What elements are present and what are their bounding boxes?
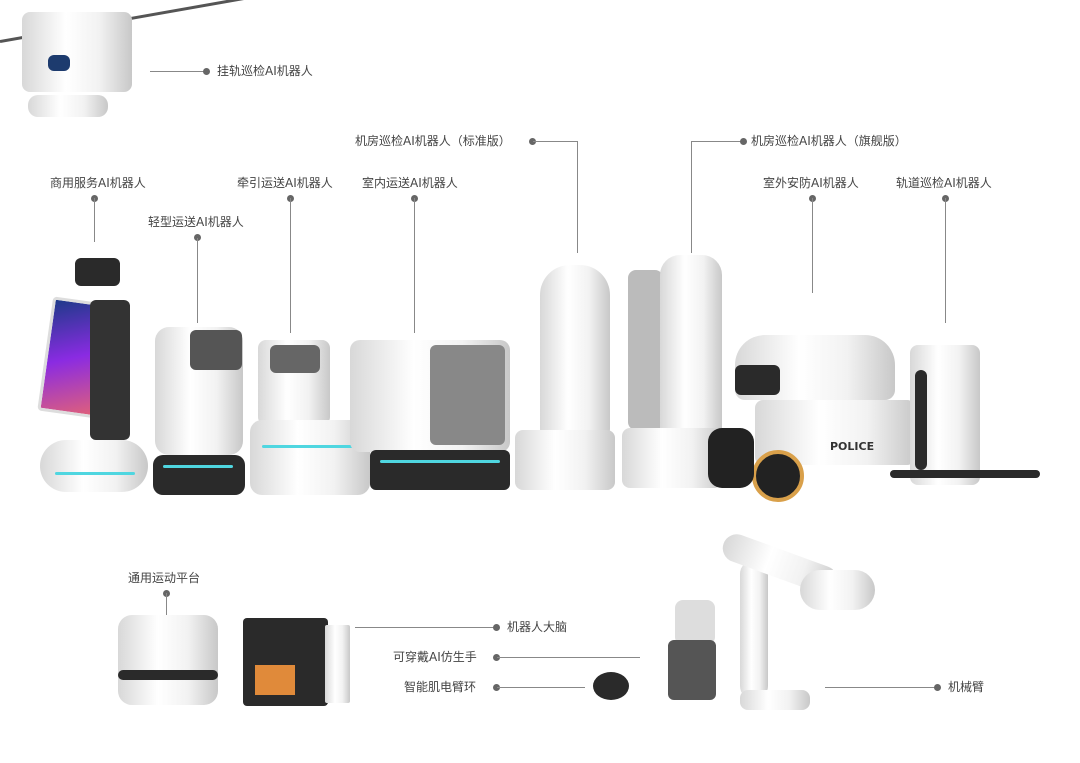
callout-line [577,141,578,253]
glow-strip [55,472,135,475]
label-server-room-standard: 机房巡检AI机器人（标准版） [355,134,511,148]
label-track-inspection: 轨道巡检AI机器人 [896,176,992,190]
hand-palm [668,640,716,700]
robot-side-panel [430,345,505,445]
robot-arm-column [628,270,663,430]
callout-dot [934,684,941,691]
robot-base [40,440,148,492]
wheel [752,450,804,502]
arm-base [740,690,810,710]
platform-body [118,615,218,705]
rail-robot-screen [48,55,70,71]
callout-line [150,71,205,72]
robot-column [660,255,722,435]
hand-fingers [675,600,715,645]
label-motion-platform: 通用运动平台 [128,571,201,585]
platform-band [118,670,218,680]
callout-line [94,198,95,242]
callout-dot [493,684,500,691]
robot-base [153,455,245,495]
callout-line [691,141,743,142]
label-robotic-arm: 机械臂 [948,680,985,694]
brain-box-side [325,625,350,703]
callout-line [533,141,578,142]
callout-dot [493,624,500,631]
robot-column [540,265,610,435]
label-commercial-service: 商用服务AI机器人 [50,176,146,190]
robot-base [515,430,615,490]
glow-strip [262,445,357,448]
callout-line [355,627,495,628]
robot-head [75,258,120,286]
callout-line [497,657,640,658]
label-indoor-delivery: 室内运送AI机器人 [362,176,458,190]
robot-screen [270,345,320,373]
robot-base [370,450,510,490]
glow-strip [380,460,500,463]
arm-upper [740,560,768,700]
callout-line [691,141,692,253]
label-emg-armband: 智能肌电臂环 [404,680,477,694]
track-arm [890,470,1040,478]
callout-dot [203,68,210,75]
emg-armband [593,672,629,700]
callout-line [812,198,813,293]
label-robot-brain: 机器人大脑 [507,620,568,634]
label-bionic-hand: 可穿戴AI仿生手 [393,650,477,664]
callout-line [945,198,946,323]
robot-base [622,428,722,488]
label-rail-inspection: 挂轨巡检AI机器人 [217,64,313,78]
rail-robot-body [22,12,132,92]
rail-robot-cameras [28,95,108,117]
callout-line [197,238,198,323]
callout-line [414,198,415,333]
glow-strip [163,465,233,468]
label-light-delivery: 轻型运送AI机器人 [148,215,244,229]
callout-dot [529,138,536,145]
robot-stand [90,300,130,440]
callout-dot [740,138,747,145]
police-marking: POLICE [830,440,875,453]
wheel [708,428,754,488]
robot-side [915,370,927,470]
callout-line [497,687,585,688]
brain-box-ports [255,665,295,695]
label-server-room-flagship: 机房巡检AI机器人（旗舰版） [751,134,907,148]
label-towing-delivery: 牵引运送AI机器人 [237,176,333,190]
callout-line [290,198,291,333]
callout-dot [194,234,201,241]
robot-camera [735,365,780,395]
label-outdoor-security: 室外安防AI机器人 [763,176,859,190]
callout-line [166,593,167,615]
callout-line [825,687,935,688]
arm-wrist [800,570,875,610]
callout-dot [493,654,500,661]
robot-screen [190,330,242,370]
